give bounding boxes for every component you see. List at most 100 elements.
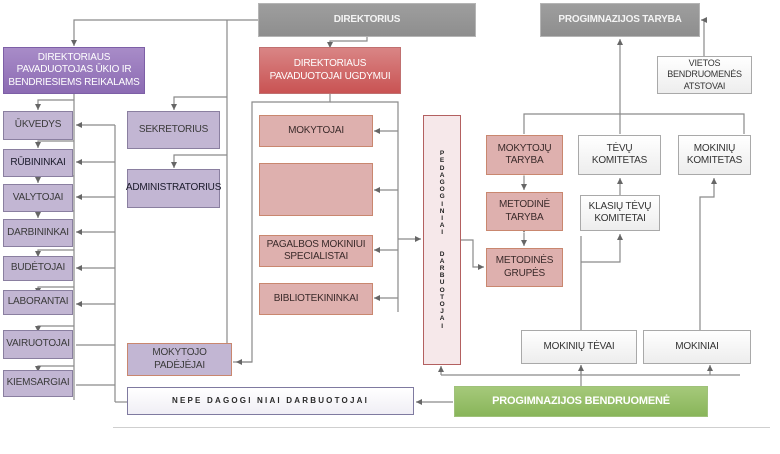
sekretorius-label: SEKRETORIUS: [138, 123, 209, 135]
connector-darbininkai: [35, 210, 74, 218]
connector-administratorius: [171, 154, 227, 168]
pedagoginiai-letter: G: [439, 178, 445, 186]
budetojai-label: BUDĖTOJAI: [10, 262, 66, 274]
ukvedys-label: ŪKVEDYS: [14, 119, 62, 131]
progimnazijos-taryba-label: PROGIMNAZIJOS TARYBA: [558, 13, 682, 25]
metodines-grupes-label: METODINĖS GRUPĖS: [495, 255, 554, 279]
rubininkai-box[interactable]: RŪBININKAI: [3, 149, 73, 177]
connector-tevai-klasiu-arrow: [581, 234, 623, 263]
mokytojai-box[interactable]: MOKYTOJAI: [259, 115, 373, 147]
mokiniu-komitetas-label: MOKINIŲ KOMITETAS: [686, 142, 743, 167]
connector-ugdymui-right: [330, 101, 399, 312]
tevu-komitetas-label: TĖVŲ KOMITETAS: [591, 142, 648, 167]
vietos-atstovai-box[interactable]: VIETOS BENDRUOMENĖS ATSTOVAI: [657, 56, 752, 94]
connector-sekretorius: [171, 96, 227, 110]
mokiniu-komitetas-box[interactable]: MOKINIŲ KOMITETAS: [678, 135, 751, 175]
valytojai-label: VALYTOJAI: [12, 191, 64, 203]
vietos-atstovai-label: VIETOS BENDRUOMENĖS ATSTOVAI: [667, 58, 742, 91]
pedagoginiai-letter: P: [439, 150, 445, 158]
ukvedys-box[interactable]: ŪKVEDYS: [3, 111, 73, 140]
connector-valytojai: [35, 175, 74, 183]
pedagoginiai-letter: N: [439, 207, 445, 215]
pedagoginiai-letter: A: [439, 171, 445, 179]
pedagoginiai-letter: B: [439, 272, 445, 280]
administratorius-box[interactable]: ADMINISTRATORIUS: [125, 169, 222, 208]
progimnazijos-taryba-box[interactable]: PROGIMNAZIJOS TARYBA: [540, 3, 700, 37]
pedagoginiai-letter: U: [439, 279, 445, 287]
pedagoginiai-letter: A: [439, 222, 445, 230]
bibliotekininkai-box[interactable]: BIBLIOTEKININKAI: [259, 283, 373, 315]
klasiu-tevu-komitetai-label: KLASIŲ TĖVŲ KOMITETAI: [588, 200, 652, 225]
darbininkai-box[interactable]: DARBININKAI: [3, 219, 73, 247]
mokytojo-padejejai-box[interactable]: MOKYTOJO PADĖJĖJAI: [127, 343, 232, 376]
pedagoginiai-letter: I: [441, 229, 443, 237]
mokytoju-taryba-label: MOKYTOJŲ TARYBA: [497, 142, 552, 167]
pedagoginiai-letter: E: [439, 157, 445, 165]
connector-rubininkai: [35, 140, 74, 148]
connector-mokiniai-komitetas: [699, 178, 717, 330]
connector-direktorius-ugdymui: [327, 37, 368, 48]
pedagoginiai-letter: T: [440, 293, 444, 301]
pavaduotojai-ugdymui-label: DIREKTORIAUS PAVADUOTOJAI UGDYMUI: [269, 58, 391, 82]
nepedagoginiai-darbuotojai-label: NEPE DAGOGI NIAI DARBUOTOJAI: [171, 396, 370, 405]
metodine-taryba-box[interactable]: METODINĖ TARYBA: [486, 192, 563, 231]
pedagoginiai-letter: I: [441, 322, 443, 330]
pavaduotojas-ukio-box[interactable]: DIREKTORIAUS PAVADUOTOJAS ŪKIO IR BENDRI…: [3, 47, 145, 94]
pedagoginiai-letter: G: [439, 193, 445, 201]
pedagoginiai-letter: D: [439, 164, 445, 172]
pedagoginiai-letter: J: [440, 308, 444, 316]
bibliotekininkai-label: BIBLIOTEKININKAI: [273, 292, 359, 304]
pedagoginiai-letter: O: [439, 301, 445, 309]
laborantai-box[interactable]: LABORANTAI: [3, 290, 73, 315]
pedagoginiai-letter: A: [439, 315, 445, 323]
progimnazijos-bendruomene-label: PROGIMNAZIJOS BENDRUOMENĖ: [492, 394, 670, 407]
mokiniai-box[interactable]: MOKINIAI: [643, 330, 751, 364]
mokytojai-label: MOKYTOJAI: [288, 124, 344, 136]
mokiniu-tevai-label: MOKINIŲ TĖVAI: [543, 340, 615, 352]
progimnazijos-bendruomene-box[interactable]: PROGIMNAZIJOS BENDRUOMENĖ: [454, 386, 708, 417]
mokytoju-taryba-box[interactable]: MOKYTOJŲ TARYBA: [486, 135, 563, 175]
direktorius-label: DIREKTORIUS: [333, 13, 401, 25]
pedagoginiai-letter: O: [439, 286, 445, 294]
connector-vietos: [701, 17, 707, 56]
rubininkai-label: RŪBININKAI: [10, 156, 66, 168]
connector-direktorius-ukio: [71, 19, 258, 46]
pedagoginiai-letter: A: [439, 257, 445, 265]
pavaduotojai-ugdymui-box[interactable]: DIREKTORIAUS PAVADUOTOJAI UGDYMUI: [259, 47, 401, 94]
kiemsargiai-box[interactable]: KIEMSARGIAI: [3, 370, 73, 397]
laborantai-label: LABORANTAI: [7, 296, 69, 308]
connector-ped-grupes: [461, 239, 484, 270]
vairuotojai-box[interactable]: VAIRUOTOJAI: [3, 330, 73, 359]
bottom-divider: [113, 427, 770, 428]
connector-mokytoju-taryba-up: [523, 113, 745, 134]
mokiniai-label: MOKINIAI: [675, 340, 719, 352]
direktorius-box[interactable]: DIREKTORIUS: [258, 3, 476, 37]
budetojai-box[interactable]: BUDĖTOJAI: [3, 256, 73, 281]
connector-budetojai: [35, 249, 74, 257]
sekretorius-box[interactable]: SEKRETORIUS: [127, 111, 220, 149]
valytojai-box[interactable]: VALYTOJAI: [3, 184, 73, 212]
pedagoginiai-letter: R: [439, 265, 445, 272]
connector-ukvedys: [35, 99, 74, 110]
tevu-komitetas-box[interactable]: TĖVŲ KOMITETAS: [578, 135, 661, 175]
mokytojo-padejejai-label: MOKYTOJO PADĖJĖJAI: [152, 347, 207, 371]
klasiu-tevu-komitetai-box[interactable]: KLASIŲ TĖVŲ KOMITETAI: [580, 195, 660, 231]
administratorius-label: ADMINISTRATORIUS: [125, 182, 222, 194]
nepedagoginiai-darbuotojai-box[interactable]: NEPE DAGOGI NIAI DARBUOTOJAI: [127, 387, 414, 415]
mokiniu-tevai-box[interactable]: MOKINIŲ TĖVAI: [521, 330, 637, 364]
pedagoginiai-letter: O: [439, 186, 445, 194]
vairuotojai-label: VAIRUOTOJAI: [6, 338, 70, 350]
metodines-grupes-box[interactable]: METODINĖS GRUPĖS: [486, 248, 563, 287]
darbininkai-label: DARBININKAI: [7, 226, 69, 238]
pedagoginiai-letter: [441, 237, 443, 251]
pavaduotojas-ukio-label: DIREKTORIAUS PAVADUOTOJAS ŪKIO IR BENDRI…: [8, 51, 140, 88]
pagalbos-specialistai-label: PAGALBOS MOKINIUI SPECIALISTAI: [266, 238, 366, 263]
pedagoginiai-letter: D: [439, 250, 445, 258]
pedagoginiai-letter: I: [441, 214, 443, 222]
kiemsargiai-label: KIEMSARGIAI: [6, 377, 70, 389]
metodine-taryba-label: METODINĖ TARYBA: [499, 199, 550, 223]
pagalbos-specialistai-box[interactable]: PAGALBOS MOKINIUI SPECIALISTAI: [259, 235, 373, 267]
ikimokyklio-box[interactable]: [259, 163, 373, 216]
